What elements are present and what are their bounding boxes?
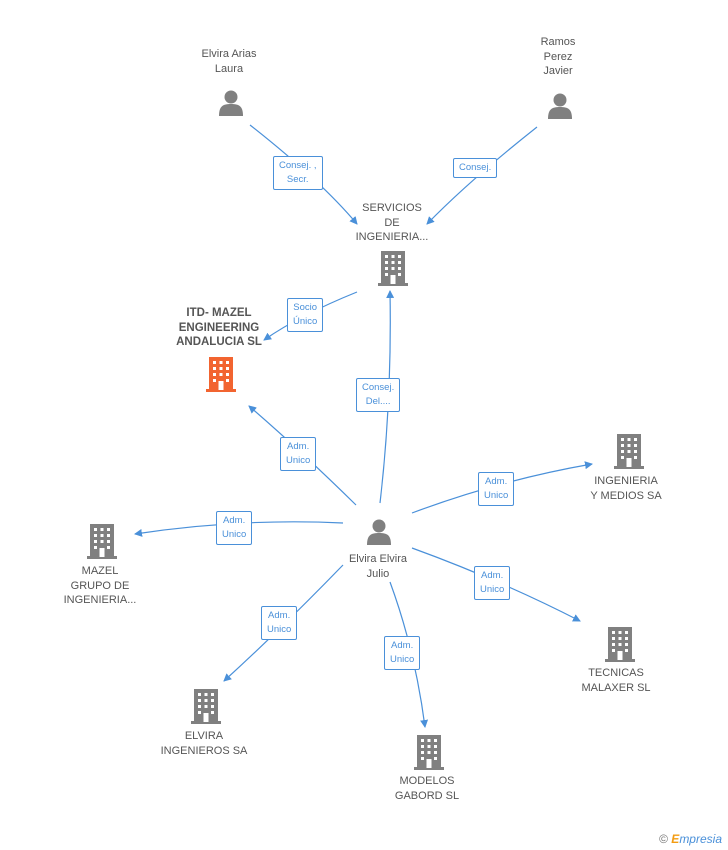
- building-icon: [414, 735, 444, 770]
- edge-label-consej-del[interactable]: Consej. Del....: [356, 378, 401, 412]
- edge-label-adm-unico[interactable]: Adm. Unico: [474, 566, 511, 600]
- node-label: Ramos Perez Javier: [540, 36, 576, 77]
- node-label: MODELOS GABORD SL: [394, 775, 460, 802]
- edge-label-consej[interactable]: Consej.: [453, 158, 498, 178]
- brand-name: mpresia: [679, 832, 722, 846]
- node-label: TECNICAS MALAXER SL: [581, 667, 651, 694]
- building-icon: [191, 689, 221, 724]
- person-icon: [367, 519, 391, 545]
- edge-label-adm-unico[interactable]: Adm. Unico: [280, 437, 317, 471]
- person-icon: [219, 90, 243, 116]
- building-icon: [605, 627, 635, 662]
- building-icon: [378, 251, 408, 286]
- edge-label-adm-unico[interactable]: Adm. Unico: [384, 636, 421, 670]
- building-icon: [614, 434, 644, 469]
- node-label: SERVICIOS DE INGENIERIA...: [355, 202, 429, 243]
- person-icon: [548, 93, 572, 119]
- node-label: Elvira Elvira Julio: [348, 553, 408, 580]
- copyright-icon: ©: [659, 832, 668, 846]
- node-label: Elvira Arias Laura: [201, 48, 257, 75]
- brand-initial: E: [671, 832, 680, 846]
- edge-label-consej-secr[interactable]: Consej. , Secr.: [273, 156, 323, 190]
- footer-brand: © Empresia: [659, 832, 722, 846]
- node-label: ITD- MAZEL ENGINEERING ANDALUCIA SL: [176, 307, 262, 348]
- building-icon: [87, 524, 117, 559]
- building-icon: [206, 357, 236, 392]
- node-label: ELVIRA INGENIEROS SA: [160, 730, 248, 757]
- edge-label-socio-unico[interactable]: Socio Único: [287, 298, 324, 332]
- edge-label-adm-unico[interactable]: Adm. Unico: [261, 606, 298, 640]
- edge-label-adm-unico[interactable]: Adm. Unico: [216, 511, 253, 545]
- node-label: MAZEL GRUPO DE INGENIERIA...: [63, 565, 137, 606]
- node-label: INGENIERIA Y MEDIOS SA: [590, 475, 662, 502]
- edge-label-adm-unico[interactable]: Adm. Unico: [478, 472, 515, 506]
